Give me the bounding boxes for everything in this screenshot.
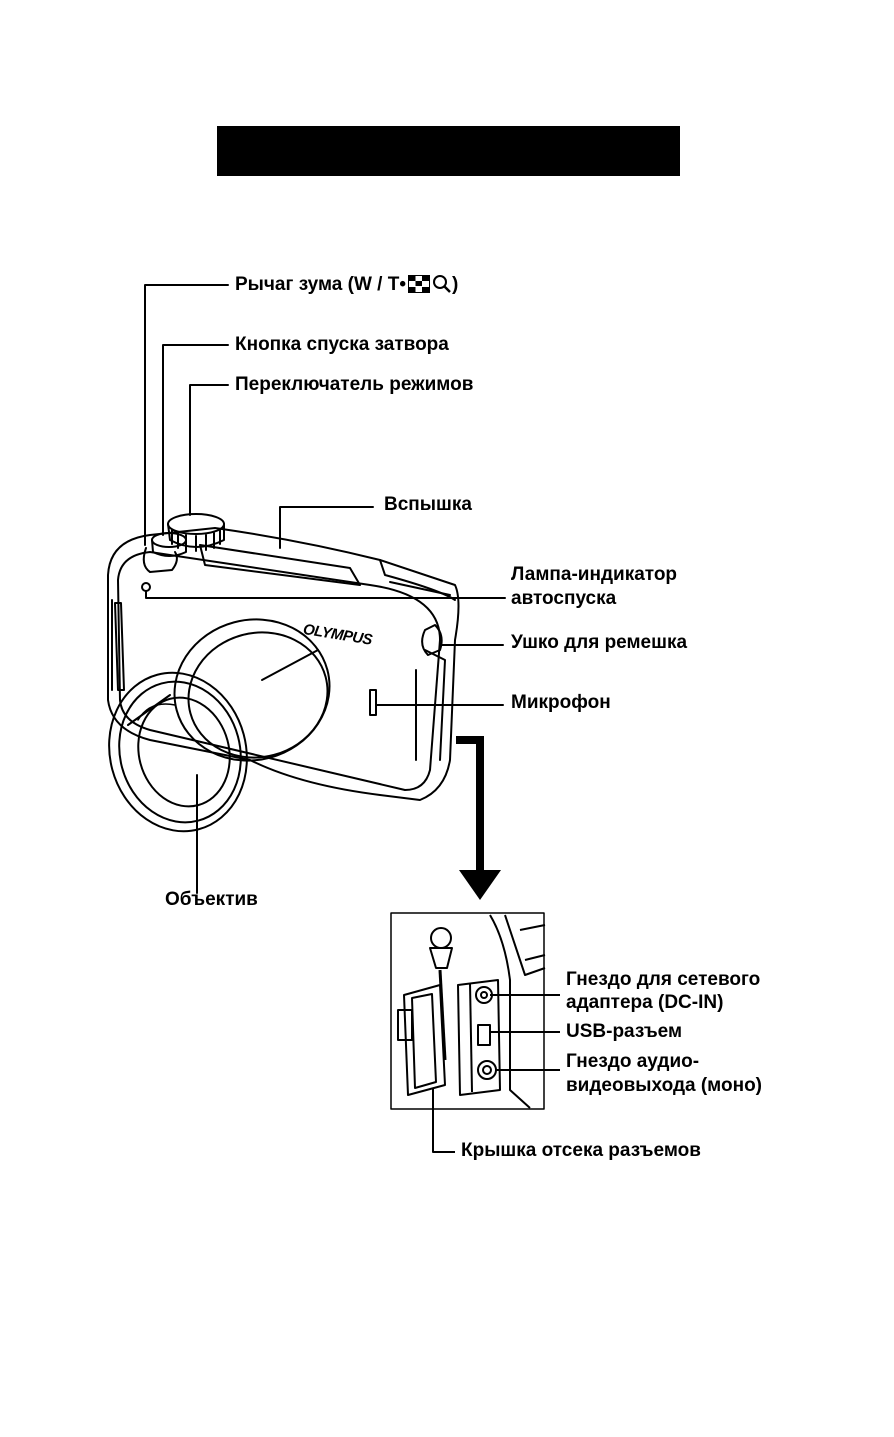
label-dc-in-line2: адаптера (DC-IN) [566,991,723,1014]
label-strap-eyelet: Ушко для ремешка [511,631,687,654]
label-av-out-line2: видеовыхода (моно) [566,1074,762,1097]
label-mode-dial: Переключатель режимов [235,373,473,396]
label-zoom-lever: Рычаг зума (W / T•) [235,273,458,296]
label-usb: USB-разъем [566,1020,682,1043]
label-zoom-lever-text: Рычаг зума (W / T• [235,274,406,295]
label-zoom-lever-end: ) [452,274,458,295]
label-flash: Вспышка [384,493,472,516]
label-selftimer-lamp-line1: Лампа-индикатор [511,563,677,586]
magnify-icon [432,274,452,294]
label-selftimer-lamp-line2: автоспуска [511,587,616,610]
camera-body [108,528,459,800]
label-connector-cover: Крышка отсека разъемов [461,1139,701,1162]
leader-shutter-button [163,345,228,535]
label-microphone: Микрофон [511,691,611,714]
label-av-out-line1: Гнездо аудио- [566,1050,699,1073]
leader-mode-dial [190,385,228,515]
connector-detail-inset [391,913,560,1152]
leader-zoom-lever [145,285,228,545]
label-dc-in-line1: Гнездо для сетевого [566,968,760,991]
leader-connector-cover [433,1088,455,1152]
label-lens: Объектив [165,888,258,911]
arrow-down-icon [456,740,501,900]
label-shutter-button: Кнопка спуска затвора [235,333,449,356]
index-grid-icon [408,275,430,293]
